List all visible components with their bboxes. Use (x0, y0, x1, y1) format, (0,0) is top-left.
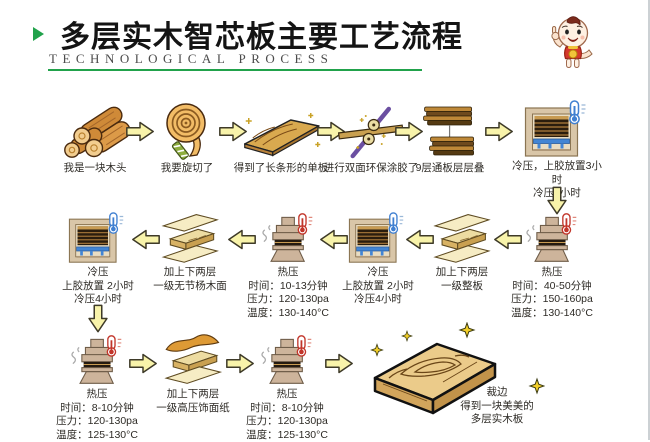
hot-press-icon (256, 212, 320, 264)
step-veneer: 得到了长条形的单板 (233, 102, 329, 176)
flow-arrow-right-icon (129, 353, 157, 374)
glue-roller-icon (338, 106, 404, 159)
flow-arrow-left-icon (228, 229, 256, 250)
step-caption: 得到了长条形的单板 (233, 162, 329, 174)
add-layers-paper-icon (165, 334, 221, 384)
mascot-baby-icon (551, 16, 593, 68)
flow-arrow-left-icon (132, 229, 160, 250)
final-board-icon (370, 322, 545, 415)
step-hot-press-2: 热压 时间：10-13分钟 压力：120-130pa 温度：130-140°C (247, 212, 329, 320)
step-caption: 进行双面环保涂胶了 (323, 162, 419, 174)
step-caption: 9层通板层层叠 (415, 162, 485, 174)
step-caption: 我是一块木头 (63, 162, 127, 174)
rotary-peel-icon (166, 103, 206, 160)
hot-press-icon (65, 334, 129, 386)
add-layers-icon (434, 214, 490, 263)
hot-press-icon (255, 334, 319, 386)
step-caption: 热压 时间：8-10分钟 压力：120-130pa 温度：125-130°C (56, 388, 138, 441)
step-cold-press-2: 冷压 上胶放置 2小时 冷压4小时 (342, 212, 414, 307)
step-caption: 加上下两层 一级整板 (435, 266, 489, 292)
step-caption: 裁边 得到一块美美的 多层实木板 (460, 386, 534, 425)
step-caption: 冷压 上胶放置 2小时 冷压4小时 (342, 266, 414, 305)
step-rotary-peel: 我要旋切了 (160, 102, 214, 176)
logs-icon (64, 106, 131, 158)
step-stack-9-layers: 9层通板层层叠 (415, 102, 485, 176)
veneer-board-icon (244, 113, 321, 157)
flow-arrow-left-icon (494, 229, 522, 250)
step-hot-press-1: 热压 时间：40-50分钟 压力：150-160pa 温度：130-140°C (511, 212, 593, 320)
page-title: 多层实木智芯板主要工艺流程 (60, 21, 463, 54)
add-layers-icon (162, 214, 218, 263)
step-caption: 我要旋切了 (160, 162, 214, 174)
step-caption: 热压 时间：10-13分钟 压力：120-130pa 温度：130-140°C (247, 266, 329, 319)
cold-press-icon (347, 212, 409, 264)
step-add-layers-1: 加上下两层 一级整板 (428, 212, 496, 293)
step-caption: 加上下两层 一级高压饰面纸 (156, 388, 230, 414)
flow-arrow-right-icon (325, 353, 353, 374)
step-caption: 热压 时间：40-50分钟 压力：150-160pa 温度：130-140°C (511, 266, 593, 319)
flow-arrow-right-icon (485, 121, 513, 142)
step-caption: 加上下两层 一级无节杨木面 (153, 266, 227, 292)
step-hot-press-3: 热压 时间：8-10分钟 压力：120-130pa 温度：125-130°C (56, 334, 138, 442)
step-cold-press-3: 冷压 上胶放置 2小时 冷压4小时 (62, 212, 134, 307)
step-add-layers-3: 加上下两层 一级高压饰面纸 (156, 334, 230, 415)
hot-press-icon (520, 212, 584, 264)
page-subtitle: TECHNOLOGICAL PROCESS (49, 51, 334, 66)
flow-arrow-right-icon (126, 121, 154, 142)
step-glue-coating: 进行双面环保涂胶了 (323, 102, 419, 176)
step-caption: 热压 时间：8-10分钟 压力：120-130pa 温度：125-130°C (246, 388, 328, 441)
step-hot-press-4: 热压 时间：8-10分钟 压力：120-130pa 温度：125-130°C (246, 334, 328, 442)
flow-arrow-down-icon (88, 304, 108, 333)
step-add-layers-2: 加上下两层 一级无节杨木面 (153, 212, 227, 293)
step-caption: 冷压 上胶放置 2小时 冷压4小时 (62, 266, 134, 305)
cold-press-icon (524, 100, 590, 158)
cold-press-icon (67, 212, 129, 264)
title-underline (48, 69, 422, 71)
title-bullet-icon (33, 27, 44, 41)
stacked-boards-icon (423, 106, 475, 156)
step-logs: 我是一块木头 (58, 102, 132, 176)
